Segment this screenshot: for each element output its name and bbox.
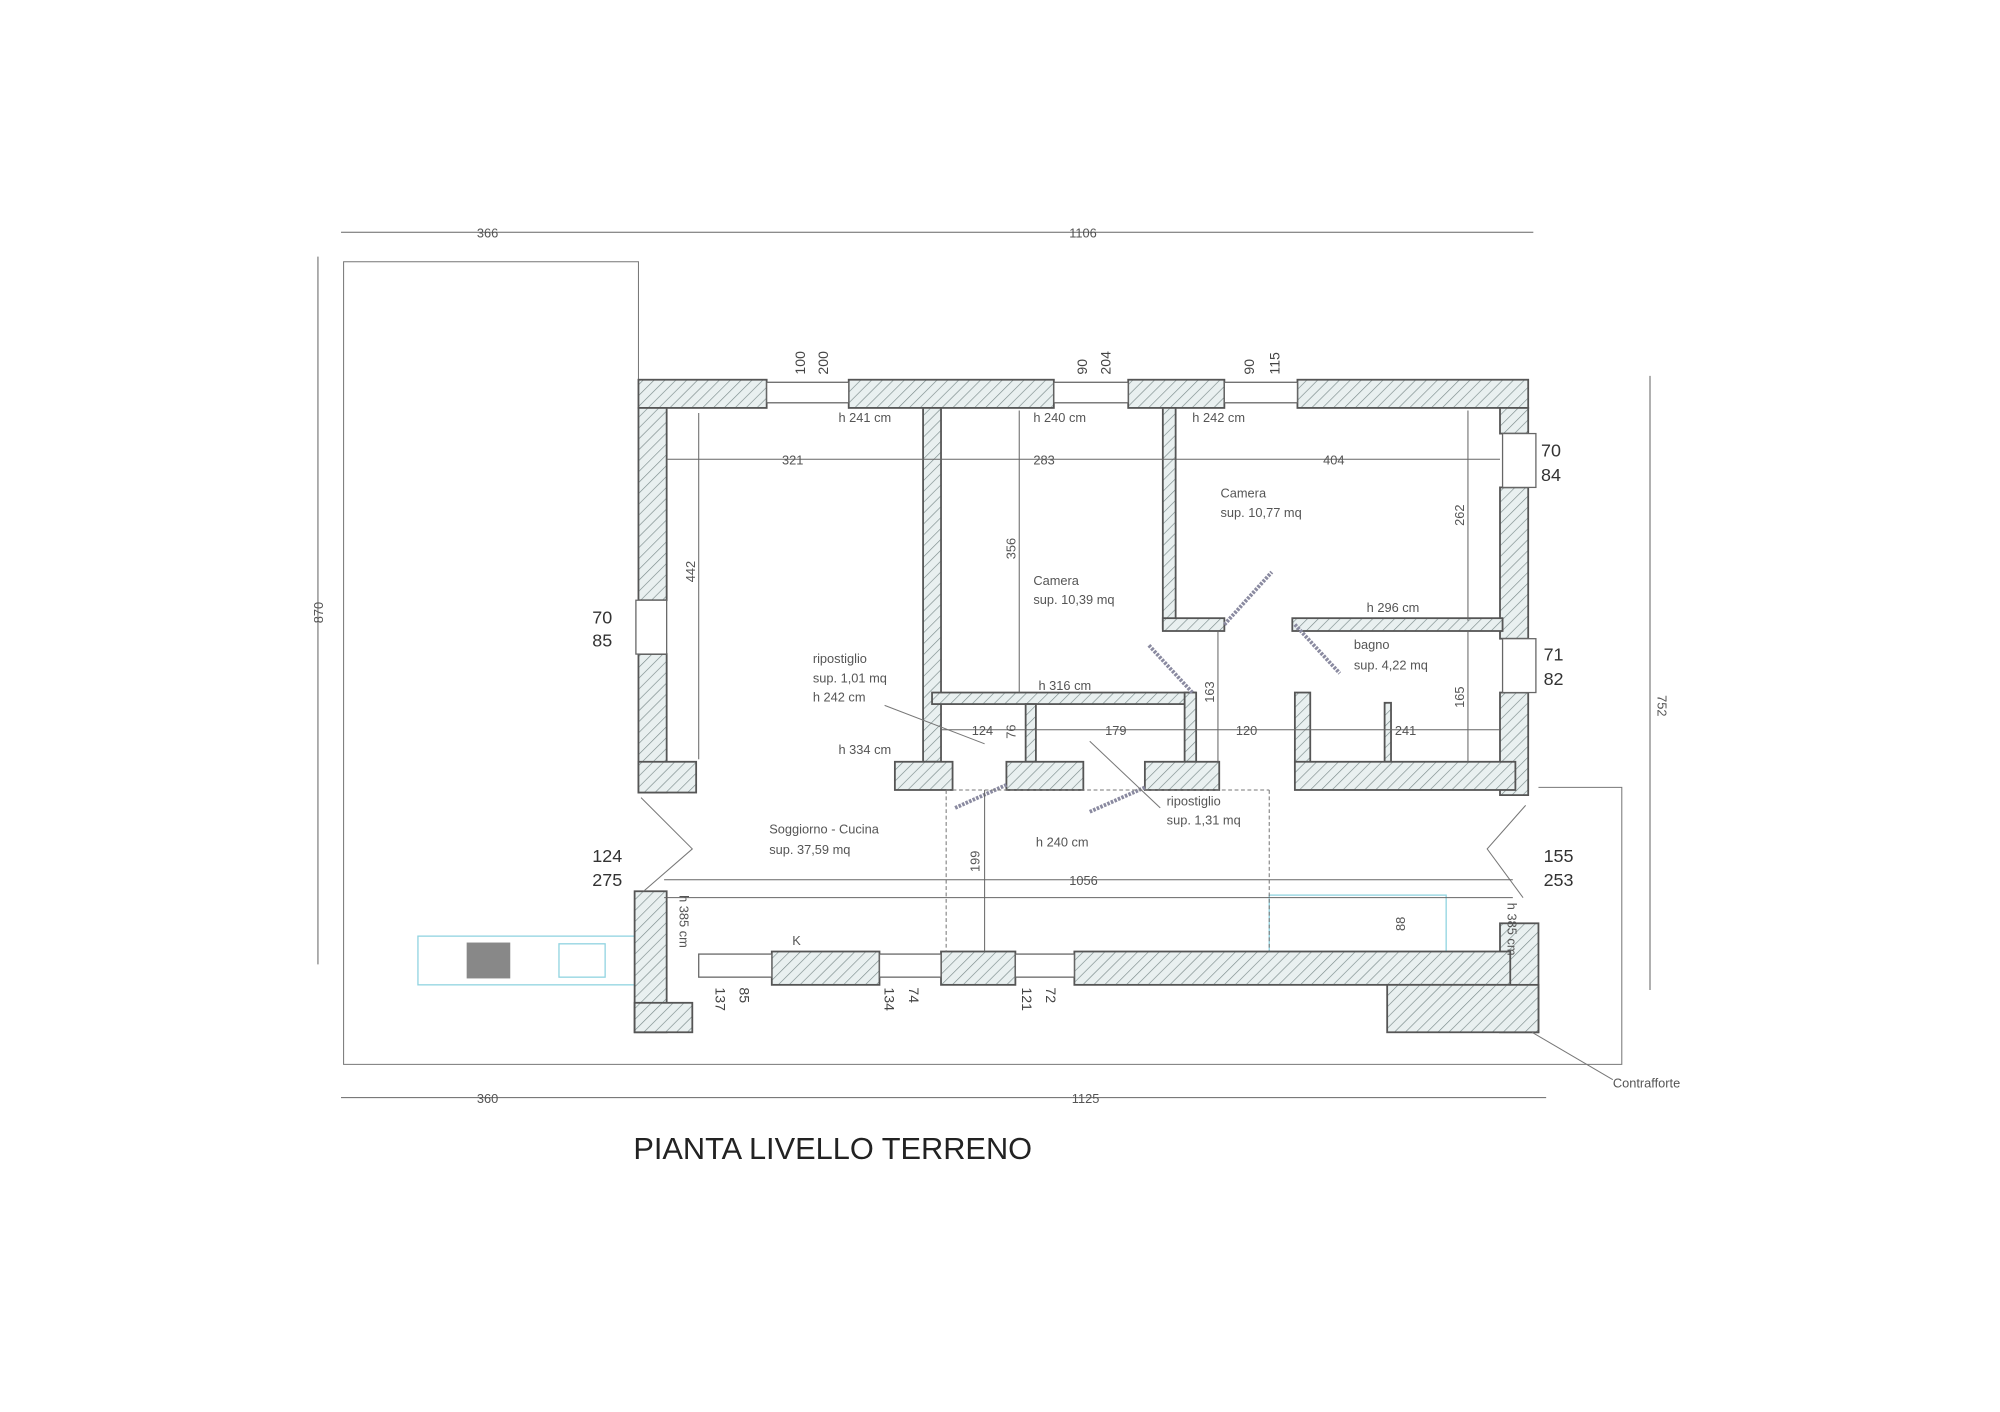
- plan-label: 85: [737, 987, 753, 1003]
- plan-label: 262: [1452, 504, 1467, 525]
- plan-label: 134: [882, 987, 898, 1011]
- plan-label: 356: [1003, 538, 1018, 559]
- grill-icon: [466, 942, 511, 979]
- plan-label: sup. 37,59 mq: [769, 842, 850, 857]
- plan-title: PIANTA LIVELLO TERRENO: [633, 1131, 1032, 1166]
- plan-label: h 385 cm: [676, 895, 691, 948]
- plan-label: h 385 cm: [1505, 903, 1520, 956]
- plan-label: 84: [1541, 465, 1561, 485]
- plan-label: 124: [592, 846, 622, 866]
- plan-label: 70: [1541, 441, 1561, 461]
- plan-label: 76: [1003, 724, 1018, 738]
- plan-label: sup. 10,39 mq: [1033, 592, 1114, 607]
- plan-label: 321: [782, 452, 803, 467]
- plan-label: h 241 cm: [838, 410, 891, 425]
- dim-bottom-right: 1125: [1072, 1091, 1100, 1106]
- plan-label: 165: [1452, 687, 1467, 708]
- plan-label: 90: [1241, 359, 1257, 375]
- plan-label: h 242 cm: [813, 690, 866, 705]
- plan-label: 72: [1043, 987, 1059, 1003]
- plan-label: h 240 cm: [1036, 834, 1089, 849]
- plan-label: 204: [1097, 351, 1113, 375]
- walls: [633, 378, 1540, 1034]
- room-camera-1: Camera: [1221, 486, 1267, 501]
- dim-left-height: 870: [311, 602, 326, 623]
- room-ripostiglio-2: ripostiglio: [1167, 793, 1221, 808]
- dim-right-height: 752: [1655, 695, 1670, 716]
- plan-label: 275: [592, 870, 622, 890]
- plan-label: 124: [972, 723, 993, 738]
- plan-label: 120: [1236, 723, 1257, 738]
- dim-top-right: 1106: [1069, 225, 1097, 240]
- plan-label: 85: [592, 630, 612, 650]
- plan-label: 199: [967, 851, 982, 872]
- plan-label: 121: [1019, 987, 1035, 1011]
- plan-label: sup. 4,22 mq: [1354, 657, 1428, 672]
- room-labels: Camera sup. 10,77 mq Camera sup. 10,39 m…: [769, 486, 1680, 1091]
- doors: [640, 570, 1527, 952]
- plan-label: 179: [1105, 723, 1126, 738]
- plan-label: h 334 cm: [838, 742, 891, 757]
- plan-label: 74: [906, 987, 922, 1003]
- plan-label: h 242 cm: [1192, 410, 1245, 425]
- plan-label: sup. 1,31 mq: [1167, 813, 1241, 828]
- dim-bottom-left: 360: [477, 1091, 498, 1106]
- plan-label: h 240 cm: [1033, 410, 1086, 425]
- windows: [635, 381, 1537, 978]
- plan-label: 163: [1202, 681, 1217, 702]
- plan-label: 442: [683, 561, 698, 582]
- interior-dimension-lines: [664, 410, 1614, 1081]
- plan-label: 100: [792, 351, 808, 375]
- plan-label: 82: [1544, 669, 1564, 689]
- plan-label: h 316 cm: [1038, 678, 1091, 693]
- room-ripostiglio-1: ripostiglio: [813, 651, 867, 666]
- room-soggiorno-cucina: Soggiorno - Cucina: [769, 822, 880, 837]
- plan-label: sup. 10,77 mq: [1221, 505, 1302, 520]
- dim-top-left: 366: [477, 225, 498, 240]
- plan-label: 404: [1323, 452, 1344, 467]
- plan-label: 155: [1544, 846, 1574, 866]
- opening-labels: 100 200 90 204 90 115 70 85 70 84 71 82 …: [592, 351, 1573, 1011]
- plan-label: 90: [1074, 359, 1090, 375]
- room-bagno: bagno: [1354, 637, 1390, 652]
- plan-label: 71: [1544, 644, 1564, 664]
- buttress-label: Contrafforte: [1613, 1075, 1680, 1090]
- plan-label: 241: [1395, 723, 1416, 738]
- height-labels: h 241 cm h 240 cm h 242 cm h 296 cm h 31…: [676, 410, 1519, 955]
- plan-label: 283: [1033, 452, 1054, 467]
- plan-label: 88: [1393, 917, 1408, 931]
- plan-label: 200: [815, 351, 831, 375]
- plan-label: 253: [1544, 870, 1574, 890]
- plan-label: 1056: [1069, 873, 1098, 888]
- plan-label: sup. 1,01 mq: [813, 670, 887, 685]
- plan-label: 137: [712, 987, 728, 1011]
- overall-dimensions: 366 1106 360 1125 870 752: [311, 225, 1670, 1105]
- marker-k: K: [792, 933, 801, 948]
- plan-label: 115: [1266, 352, 1282, 375]
- interior-dimension-labels: 321 283 404 442 356 262 165 163 124 76 1…: [683, 452, 1467, 931]
- room-camera-2: Camera: [1033, 573, 1079, 588]
- plan-label: h 296 cm: [1367, 600, 1420, 615]
- plan-label: 70: [592, 607, 612, 627]
